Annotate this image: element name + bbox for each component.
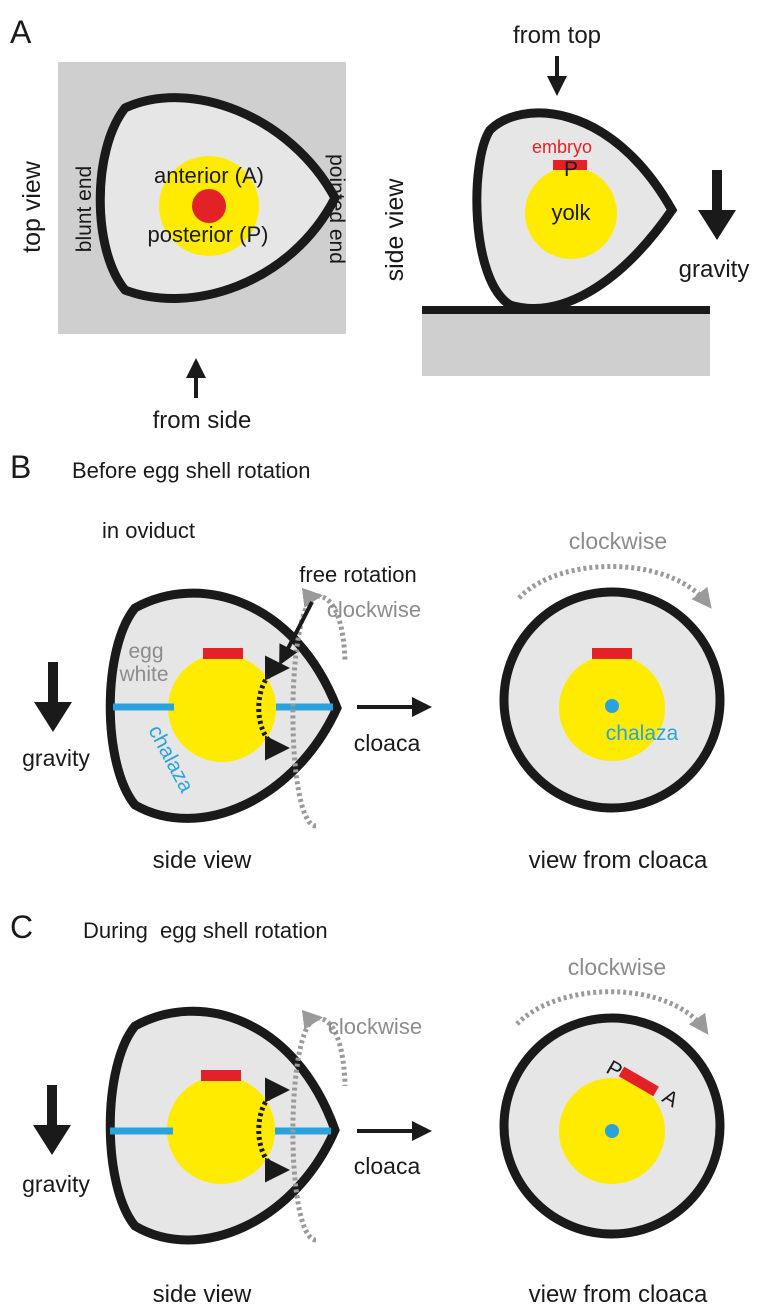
- panel-b-title: Before egg shell rotation: [72, 458, 311, 483]
- yolk-label: yolk: [551, 200, 591, 225]
- top-view-diagram: anterior (A) posterior (P) blunt end poi…: [18, 62, 348, 434]
- free-rotation-label: free rotation: [299, 562, 416, 587]
- clockwise-label-c-cloaca: clockwise: [568, 954, 666, 980]
- blunt-end-label: blunt end: [73, 166, 96, 252]
- cloaca-view-c-embryo: [618, 1066, 659, 1097]
- panel-a-letter: A: [10, 14, 32, 50]
- p-mark-label: P: [564, 158, 578, 181]
- cloaca-label-b: cloaca: [354, 730, 421, 756]
- clockwise-label-b-side: clockwise: [327, 597, 421, 622]
- cloaca-view-c-diagram: clockwise P A view from cloaca: [499, 954, 725, 1308]
- side-view-a-diagram: from top embryo P yolk side view gravity: [381, 22, 749, 376]
- ground-block: [422, 310, 710, 376]
- shell-rotation-arc-c: [290, 1018, 348, 1243]
- clockwise-label-b-cloaca: clockwise: [569, 528, 667, 554]
- embryo-label: embryo: [532, 137, 592, 157]
- pointed-end-label: pointed end: [325, 154, 348, 264]
- anterior-label: anterior (A): [154, 163, 264, 188]
- gravity-label-b: gravity: [22, 745, 90, 771]
- side-view-embryo: [553, 160, 587, 170]
- side-view-b-diagram: free rotation clockwise egg white chalaz…: [22, 562, 432, 874]
- shell-rotation-arc-b: [290, 596, 348, 829]
- side-view-c-yolk: [167, 1076, 275, 1184]
- clockwise-arc-c-cloaca: [515, 989, 709, 1035]
- side-view-c-diagram: clockwise gravity cloaca side view: [22, 1011, 432, 1308]
- gravity-arrow-a: [698, 170, 736, 240]
- cloaca-view-b-diagram: clockwise chalaza view from cloaca: [499, 528, 725, 874]
- gravity-arrow-c: [33, 1085, 71, 1155]
- top-view-embryo: [192, 189, 226, 223]
- side-view-c-embryo: [201, 1070, 241, 1081]
- cloaca-view-caption-b: view from cloaca: [529, 847, 708, 874]
- gravity-label-c: gravity: [22, 1171, 90, 1197]
- clockwise-arc-b-cloaca: [517, 564, 712, 609]
- gravity-arrow-b: [34, 662, 72, 732]
- cloaca-label-c: cloaca: [354, 1153, 421, 1179]
- posterior-label: posterior (P): [147, 222, 268, 247]
- free-rotation-pointer: [279, 601, 314, 666]
- side-view-b-yolk: [168, 654, 276, 762]
- panel-c-letter: C: [10, 909, 33, 945]
- from-top-label: from top: [513, 22, 601, 49]
- panel-c-title: During egg shell rotation: [83, 918, 328, 943]
- side-view-b-embryo: [203, 648, 243, 659]
- side-view-yolk: [525, 167, 617, 259]
- cloaca-view-caption-c: view from cloaca: [529, 1281, 708, 1308]
- side-view-caption-c: side view: [153, 1281, 252, 1308]
- cloaca-view-b-embryo: [592, 648, 632, 659]
- panel-b-letter: B: [10, 449, 31, 485]
- cloaca-view-c-chalaza: [605, 1124, 619, 1138]
- gravity-label-a: gravity: [679, 256, 750, 283]
- top-view-label: top view: [18, 160, 46, 253]
- in-oviduct-label: in oviduct: [102, 518, 195, 543]
- side-view-caption-b: side view: [153, 847, 252, 874]
- egg-white-label-line2: white: [118, 663, 168, 686]
- from-side-label: from side: [153, 407, 252, 434]
- chalaza-label-b-cloaca: chalaza: [606, 722, 679, 745]
- side-view-label: side view: [381, 178, 409, 282]
- clockwise-label-c-side: clockwise: [328, 1014, 422, 1039]
- cloaca-view-b-chalaza: [605, 699, 619, 713]
- egg-white-label-line1: egg: [128, 640, 163, 663]
